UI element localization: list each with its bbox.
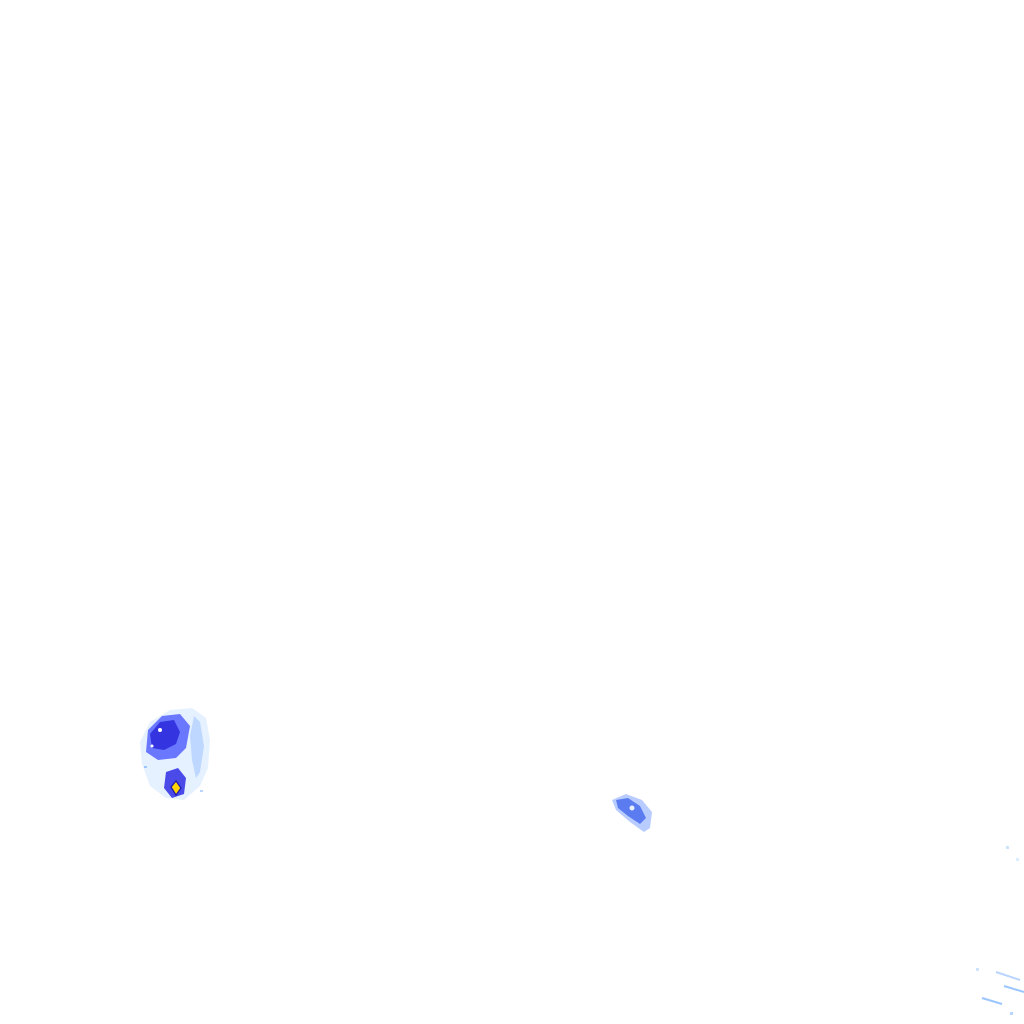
- southeast-streak: [1003, 985, 1024, 993]
- southeast-edge-cluster: [976, 846, 1024, 1015]
- west-cluster-speckle: [144, 766, 147, 768]
- southeast-speckle: [976, 968, 979, 971]
- southeast-speckle: [1006, 846, 1009, 849]
- southeast-speckle: [1010, 1012, 1013, 1015]
- west-cluster-white-gap: [158, 728, 162, 732]
- west-intensity-cluster: [140, 708, 210, 800]
- west-cluster-hotspot: [170, 780, 182, 797]
- west-cluster-white-gap: [150, 744, 154, 748]
- central-intensity-cluster: [612, 794, 652, 832]
- southeast-streak: [995, 971, 1021, 981]
- west-cluster-core: [150, 720, 180, 750]
- central-cluster-gap: [629, 805, 635, 811]
- southeast-speckle: [1016, 858, 1019, 861]
- west-cluster-speckle: [200, 790, 203, 792]
- southeast-streak: [981, 997, 1003, 1005]
- west-cluster-east-streak: [190, 716, 204, 778]
- central-cluster-core: [616, 798, 646, 824]
